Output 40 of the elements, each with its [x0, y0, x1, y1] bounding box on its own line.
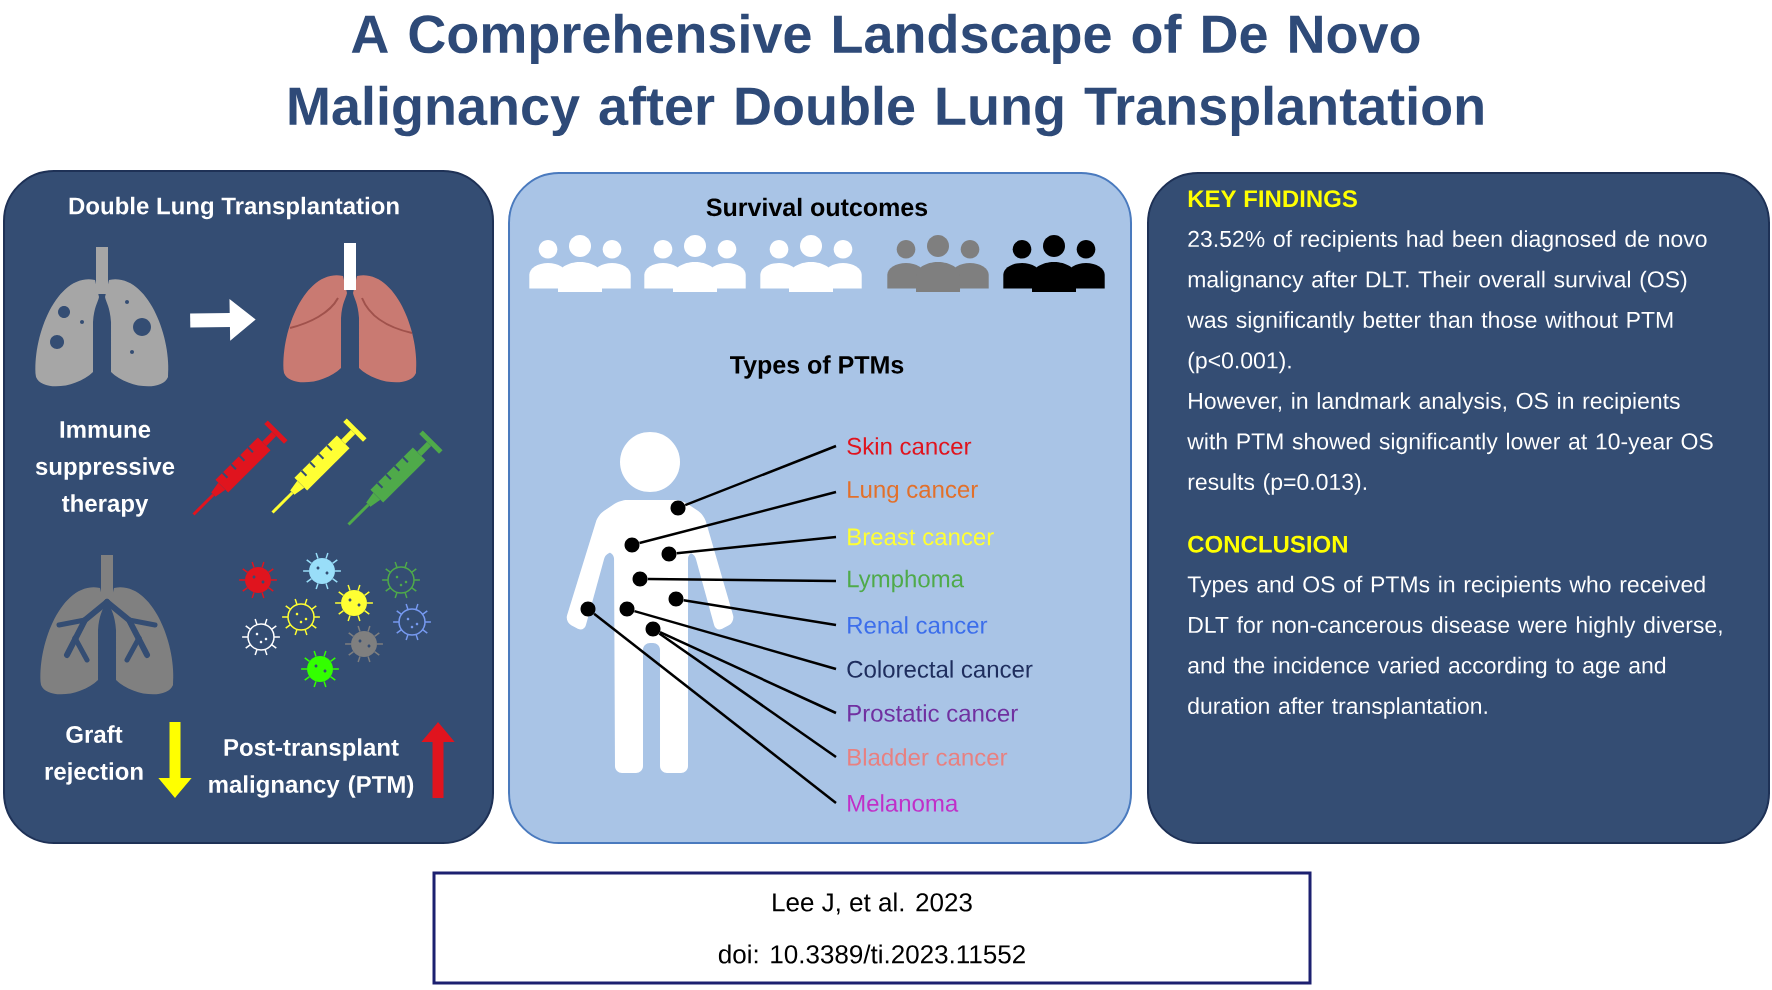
leader-line [647, 577, 837, 583]
marker-dot [661, 546, 677, 562]
marker-dot [619, 601, 635, 617]
leader-line [639, 490, 837, 545]
cancer-label: Bladder cancer [848, 748, 1008, 766]
cancer-label: Renal cancer [848, 616, 988, 634]
cancer-label: Lung cancer [848, 481, 978, 503]
cancer-label: Prostatic cancer [848, 704, 1018, 722]
lungs-drawing [35, 247, 169, 387]
leader-line [683, 599, 837, 627]
paragraph: However, in landmark analysis, OS in recipients with PTM showed significantly lower at 10-year OS results (p=0.013). [1187, 392, 1713, 495]
marker-dot [624, 537, 640, 553]
section-heading: KEY FINDINGS [1188, 190, 1357, 208]
lungs-drawing [283, 243, 417, 383]
cancer-label: Skin cancer [847, 437, 972, 455]
paragraph: Types and OS of PTMs in recipients who received DLT for non-cancerous disease were highly diverse, and the incidence varied according to age and duration after transplantation. [1187, 575, 1722, 719]
marker-dot [632, 571, 648, 587]
title: A Comprehensive Landscape of De Novo Malignancy after Double Lung Transplantation [289, 13, 1483, 137]
panel-heading: Survival outcomes [706, 197, 928, 217]
leader-line [658, 632, 837, 759]
paragraph: 23.52% of recipients had been diagnosed de novo malignancy after DLT. Their overall survival (OS) was significantly better than those without PTM (p<0.001). [1187, 230, 1707, 374]
marker-dot [670, 500, 686, 516]
leader-line [676, 535, 837, 555]
section-heading: CONCLUSION [1188, 535, 1347, 553]
citation-box: Lee J, et al. 2023 doi: 10.3389/ti.2023.11552 [432, 871, 1312, 985]
cancer-label: Lymphoma [848, 569, 965, 593]
cancer-label: Colorectal cancer [847, 660, 1033, 678]
caption-text: Immune suppressive therapy [35, 421, 175, 517]
panel-heading: Double Lung Transplantation [69, 196, 399, 220]
caption-text: Post-transplant malignancy (PTM) [209, 738, 414, 798]
leader-line [684, 444, 837, 507]
panel-heading: Types of PTMs [730, 355, 904, 379]
leader-line [659, 631, 837, 715]
marker-dot [645, 621, 661, 637]
cancer-label: Melanoma [848, 794, 959, 812]
caption-text: Graft rejection [45, 725, 143, 785]
marker-dot [668, 591, 684, 607]
cancer-label: Breast cancer [848, 528, 994, 546]
marker-dot [580, 601, 596, 617]
leader-line [634, 609, 837, 671]
